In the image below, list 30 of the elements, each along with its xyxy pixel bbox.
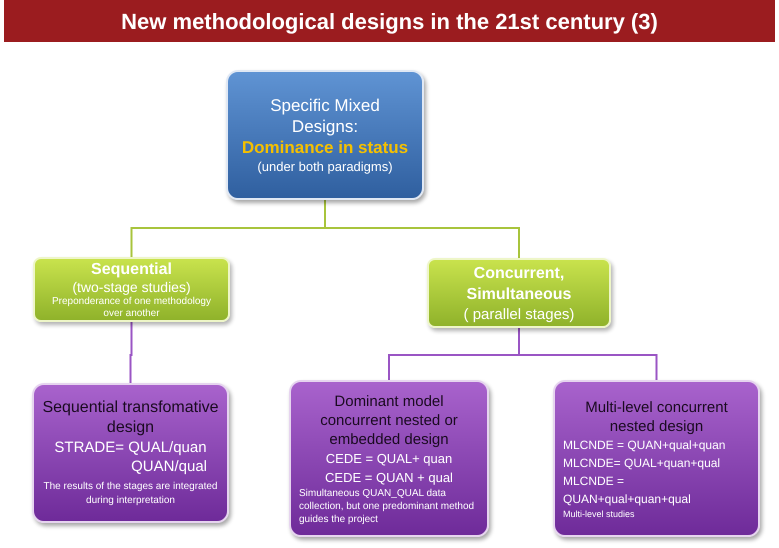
node-text: ( parallel stages)	[464, 304, 574, 324]
category-box	[33, 257, 230, 322]
design-box	[32, 383, 229, 523]
connector-line	[130, 322, 132, 383]
node-text: Preponderance of one methodology over another	[50, 296, 212, 320]
title-bar: New methodological designs in the 21st century (3)	[4, 0, 775, 42]
node-text: MLCNDE = QUAN+qual+quan+qual	[563, 472, 692, 508]
category-box	[427, 258, 611, 328]
node-heading: Dominant model concurrent nested or embedded design	[319, 392, 459, 448]
node-heading: Multi-level concurrent nested design	[584, 398, 729, 436]
node-text: CEDE = QUAN + qual	[325, 468, 453, 486]
node-heading: Sequential transfomative design	[42, 398, 219, 438]
node-text: CEDE = QUAL+ quan	[326, 450, 452, 468]
node-text: (under both paradigms)	[257, 158, 393, 175]
node-text: MLCNDE= QUAL+quan+qual	[563, 454, 722, 472]
node-text: The results of the stages are integrated during interpretation	[42, 480, 218, 508]
node-text: Simultaneous QUAN_QUAL data collection, but one predominant method guides the project	[299, 486, 476, 526]
node-text: Dominance in status	[242, 137, 408, 158]
node-heading: Sequential	[91, 260, 172, 278]
node-text: (two-stage studies)	[72, 278, 191, 296]
node-text: STRADE= QUAL/quan	[54, 438, 207, 457]
node-text: Multi-level studies	[563, 508, 636, 520]
node-text: QUAN/qual	[131, 457, 208, 476]
root-box	[226, 70, 424, 200]
design-box	[553, 380, 760, 537]
node-text: MLCNDE = QUAN+qual+quan	[563, 436, 726, 454]
node-heading: Specific Mixed Designs:	[269, 95, 381, 137]
design-box	[289, 380, 489, 537]
node-heading: Concurrent, Simultaneous	[466, 264, 572, 304]
connector-line	[324, 200, 520, 258]
